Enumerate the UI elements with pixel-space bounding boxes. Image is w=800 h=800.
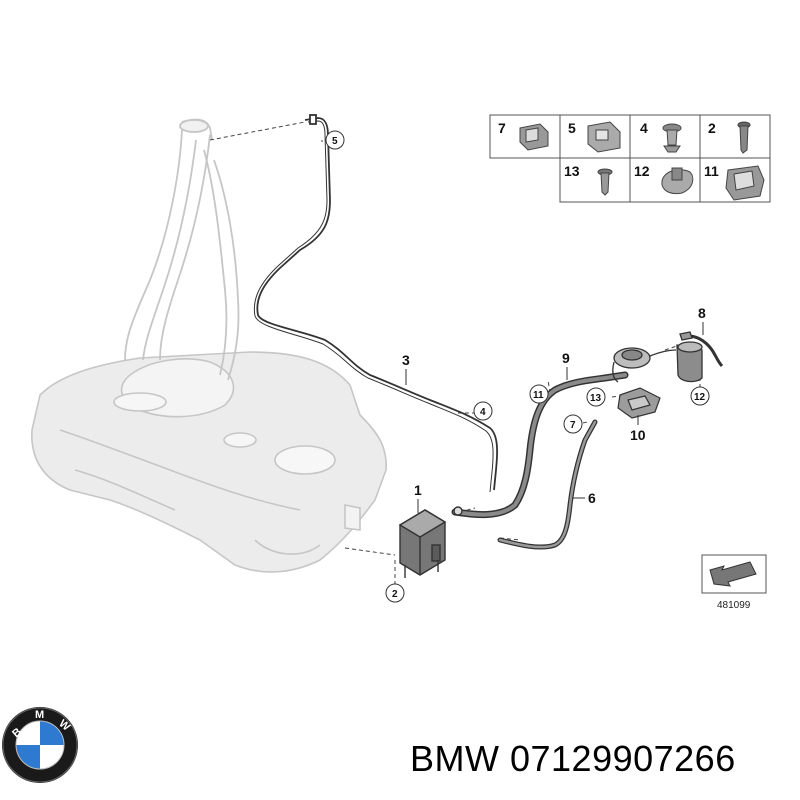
activated-charcoal-canister: [398, 506, 463, 578]
circled-label-7: 7: [570, 420, 576, 431]
filler-neck: [124, 118, 240, 381]
circled-label-11: 11: [533, 390, 544, 401]
table-label-13: 13: [564, 163, 580, 179]
bmw-logo: B M W: [2, 707, 78, 783]
hose-6: [497, 419, 598, 550]
circled-label-13: 13: [590, 393, 602, 404]
fuel-tank: [31, 351, 387, 573]
table-label-11: 11: [704, 163, 719, 179]
part-label-9: 9: [562, 350, 570, 366]
part-label-8: 8: [698, 305, 706, 321]
pump-flange: [612, 347, 677, 383]
table-label-5: 5: [568, 120, 576, 136]
table-label-7: 7: [498, 120, 506, 136]
circled-label-5: 5: [332, 136, 338, 147]
pressure-sensor: [676, 331, 724, 383]
circled-label-12: 12: [694, 392, 706, 403]
svg-text:M: M: [35, 709, 44, 721]
part-label-6: 6: [588, 490, 596, 506]
circled-label-2: 2: [392, 589, 398, 600]
hose-9: [451, 371, 629, 519]
bracket: [617, 387, 661, 419]
table-label-2: 2: [708, 120, 716, 136]
arrow-icon: [709, 561, 757, 587]
fuel-line-3: [253, 114, 498, 493]
circled-label-4: 4: [480, 407, 486, 418]
table-label-12: 12: [634, 163, 650, 179]
part-label-3: 3: [402, 352, 410, 368]
reference-code: 481099: [717, 600, 751, 611]
reference-box: [701, 554, 767, 594]
part-label-10: 10: [630, 427, 646, 443]
part-caption: BMW 07129907266: [410, 738, 736, 779]
part-label-1: 1: [414, 482, 422, 498]
circled-labels: [325, 130, 710, 603]
parts-table-icons: [519, 121, 765, 201]
table-label-4: 4: [640, 120, 648, 136]
